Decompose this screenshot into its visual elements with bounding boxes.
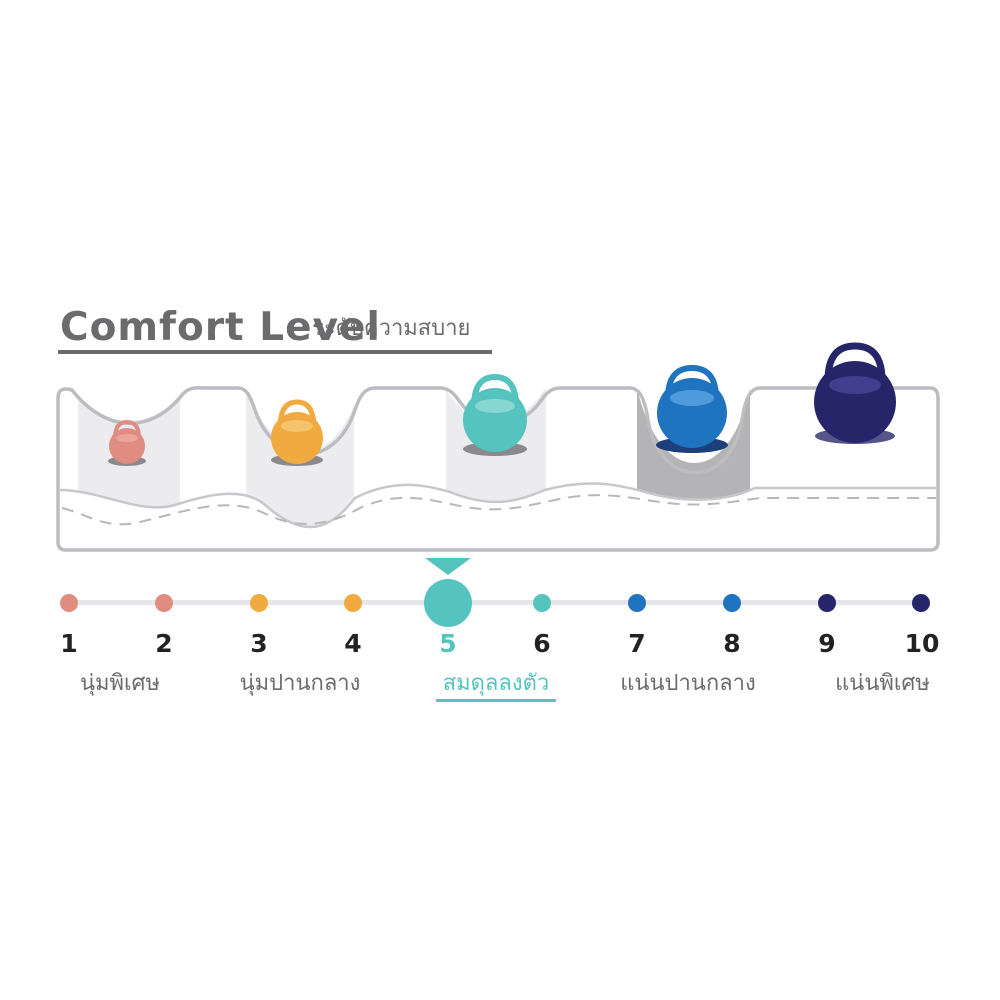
mattress-layer-line: [59, 482, 938, 529]
weight-1: [108, 419, 146, 466]
weight-4-highlight: [670, 390, 714, 406]
weight-3-highlight: [475, 399, 515, 413]
title-comfort-level: Comfort Level: [60, 305, 381, 350]
mattress-lower-layer: [60, 483, 938, 550]
weight-4: [656, 364, 728, 453]
weight-2-highlight: [281, 420, 313, 432]
group-label-medium-soft: นุ่มปานกลาง: [239, 671, 361, 696]
scale-number-8: 8: [723, 629, 741, 658]
mattress-dashed-line: [61, 494, 936, 526]
kettlebell-icon: [471, 373, 519, 407]
group-label-medium-firm: แน่นปานกลาง: [620, 671, 756, 696]
group-label-extra-soft: นุ่มพิเศษ: [79, 671, 161, 696]
scale-number-1: 1: [60, 629, 78, 658]
selected-group-underline: [436, 699, 556, 702]
title-underline: [58, 350, 492, 354]
kettlebell-icon: [824, 342, 886, 381]
kettlebell-icon: [277, 399, 317, 429]
scale-number-6: 6: [533, 629, 551, 658]
weight-2: [271, 399, 323, 466]
weight-2-body: [271, 412, 323, 464]
weight-5: [814, 342, 896, 444]
kettlebell-icon: [113, 419, 141, 439]
weight-3: [463, 373, 527, 456]
scale-number-2: 2: [155, 629, 173, 658]
scale-dot-9: [818, 594, 836, 612]
scale-dot-4: [344, 594, 362, 612]
mattress-outline: [56, 386, 940, 552]
weight-3-body: [463, 388, 527, 452]
scale-dot-5-selected: [424, 579, 472, 627]
weight-1-body: [109, 428, 145, 464]
mattress-illustration: [56, 342, 940, 552]
scale-dot-10: [912, 594, 930, 612]
scale-dot-6: [533, 594, 551, 612]
title-thai-subtitle: ระดับความสบาย: [312, 316, 471, 341]
scale-dot-7: [628, 594, 646, 612]
comfort-level-heading: Comfort Level ระดับความสบาย: [58, 300, 494, 356]
group-label-extra-firm: แน่นพิเศษ: [835, 671, 930, 696]
weight-5-body: [814, 361, 896, 443]
scale-dot-1: [60, 594, 78, 612]
comfort-scale-track: [68, 600, 924, 605]
weight-1-highlight: [116, 434, 138, 442]
scale-dot-8: [723, 594, 741, 612]
scale-number-10: 10: [904, 629, 940, 658]
group-label-balanced: สมดุลลงตัว: [442, 671, 550, 696]
kettlebell-icon: [665, 364, 719, 399]
scale-number-7: 7: [628, 629, 646, 658]
scale-dot-3: [250, 594, 268, 612]
weight-4-body: [657, 378, 727, 448]
scale-dot-2: [155, 594, 173, 612]
selected-level-pointer: [425, 558, 471, 575]
scale-number-3: 3: [250, 629, 268, 658]
scale-number-9: 9: [818, 629, 836, 658]
scale-number-4: 4: [344, 629, 362, 658]
weight-5-highlight: [829, 376, 881, 394]
scale-number-5: 5: [439, 629, 457, 658]
